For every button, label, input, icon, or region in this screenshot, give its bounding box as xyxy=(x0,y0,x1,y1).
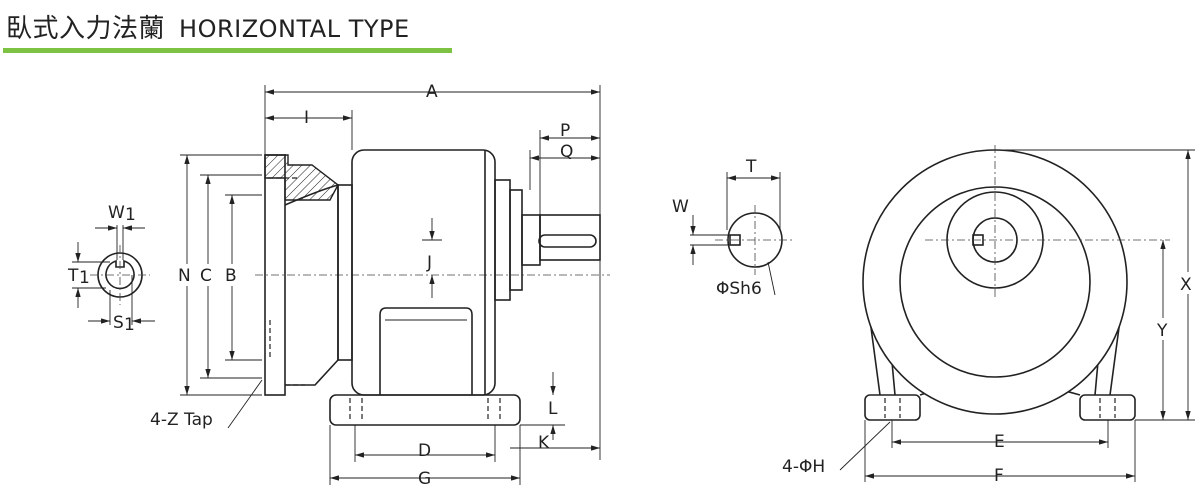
label-s1-sub: 1 xyxy=(124,315,135,335)
page-title: 臥式入力法蘭 HORIZONTAL TYPE xyxy=(6,8,410,45)
label-x: X xyxy=(1180,275,1192,295)
front-view: X Y E F 4-ΦH xyxy=(782,145,1199,486)
label-a: A xyxy=(426,82,438,102)
label-b: B xyxy=(225,266,237,286)
label-n: N xyxy=(178,266,191,286)
label-k: K xyxy=(538,433,550,453)
label-j: J xyxy=(426,253,432,273)
label-l: L xyxy=(548,399,558,419)
title-underline xyxy=(3,48,452,53)
label-p: P xyxy=(560,121,570,141)
label-q: Q xyxy=(560,142,573,162)
label-t1: T xyxy=(67,266,79,286)
label-w: W xyxy=(672,197,689,217)
label-i: I xyxy=(304,108,309,128)
label-t: T xyxy=(745,157,757,177)
title-zh: 臥式入力法蘭 xyxy=(6,14,166,44)
label-t1-sub: 1 xyxy=(79,268,90,288)
label-h: 4-ΦH xyxy=(782,457,825,477)
label-e: E xyxy=(994,432,1005,452)
output-shaft-section: T W ΦSh6 xyxy=(672,157,795,299)
side-view: A I P Q J N C B L K D G 4-Z Tap xyxy=(150,82,610,489)
title-en: HORIZONTAL TYPE xyxy=(179,15,410,43)
label-g: G xyxy=(418,469,431,489)
label-s1: S xyxy=(113,313,124,333)
label-sh6: ΦSh6 xyxy=(716,279,762,299)
label-c: C xyxy=(200,266,212,286)
label-f: F xyxy=(994,466,1004,486)
label-w1: W xyxy=(108,203,125,223)
label-z-tap: 4-Z Tap xyxy=(150,410,213,430)
label-d: D xyxy=(418,441,431,461)
label-w1-sub: 1 xyxy=(125,205,136,225)
label-y: Y xyxy=(1156,321,1168,341)
